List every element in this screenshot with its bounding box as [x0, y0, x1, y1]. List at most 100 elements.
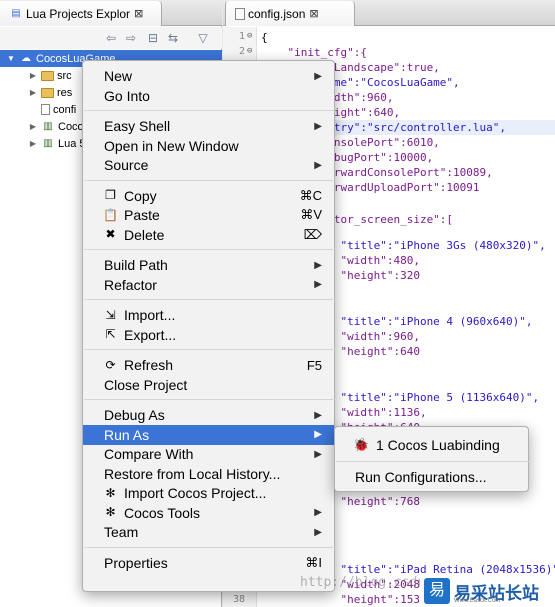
code-line[interactable]: "height":320 [261, 269, 420, 282]
submenu-arrow-icon: ▶ [314, 120, 322, 132]
tree-item[interactable]: ▶▥Lua 5 [0, 135, 222, 152]
menu-item-paste[interactable]: 📋 Paste ⌘V [83, 205, 334, 225]
submenu-arrow-icon: ▶ [314, 409, 322, 421]
expand-twisty-icon[interactable]: ▶ [29, 122, 37, 131]
code-line[interactable]: "title":"iPhone 5 (1136x640)", [261, 391, 540, 404]
code-line[interactable]: "width":960, [261, 330, 420, 343]
tab-config-json[interactable]: config.json ⊠ [225, 1, 355, 26]
menu-item-restore-from-local-history[interactable]: Restore from Local History... [83, 464, 334, 484]
code-line[interactable]: "forwardUploadPort":10091 [261, 181, 480, 194]
menu-item-debug-as[interactable]: Debug As▶ [83, 405, 334, 425]
submenu-item-run-configurations[interactable]: Run Configurations... [335, 466, 528, 488]
tab-title: config.json [248, 6, 306, 21]
code-line[interactable]: "width":1136, [261, 406, 427, 419]
tree-item-label: confi [53, 103, 77, 116]
menu-shortcut: ⌦ [303, 226, 322, 242]
code-line[interactable]: "width":480, [261, 254, 420, 267]
menu-item-label: Compare With [104, 446, 194, 462]
site-logo: 易 易采站长站 Www.Easck.Com [420, 575, 555, 607]
code-line[interactable]: { [261, 31, 268, 44]
expand-twisty-icon[interactable]: ▶ [29, 88, 37, 97]
tree-item[interactable]: ▶res [0, 84, 222, 101]
back-icon[interactable]: ⇦ [105, 31, 117, 45]
folder-icon [41, 70, 54, 81]
fold-toggle-icon[interactable]: ⊖ [247, 31, 253, 41]
expand-twisty-icon[interactable]: ▶ [29, 71, 37, 80]
tab-title: Lua Projects Explor [26, 6, 131, 21]
project-icon: ☁ [21, 52, 31, 64]
submenu-arrow-icon: ▶ [314, 259, 322, 271]
expand-twisty-icon[interactable]: ▶ [29, 139, 37, 148]
link-with-editor-icon[interactable]: ⇆ [167, 31, 179, 45]
menu-item-team[interactable]: Team▶ [83, 522, 334, 542]
logo-text: 易采站长站 [454, 583, 539, 603]
menu-shortcut: ⌘V [300, 207, 322, 222]
submenu-item-1-cocos-luabinding[interactable]: 🐞1 Cocos Luabinding [335, 434, 528, 456]
menu-item-label: Paste [124, 207, 160, 223]
menu-item-label: New [104, 68, 133, 84]
fold-toggle-icon[interactable]: ⊖ [247, 46, 253, 56]
submenu-arrow-icon: ▶ [314, 279, 322, 290]
expand-twisty-icon[interactable]: ▼ [7, 54, 15, 63]
menu-item-build-path[interactable]: Build Path ▶ [83, 255, 334, 275]
forward-icon[interactable]: ⇨ [125, 31, 137, 45]
cocos-import-icon: ✻ [105, 485, 116, 500]
code-line[interactable]: "title":"iPhone 3Gs (480x320)", [261, 239, 546, 252]
menu-item-properties[interactable]: Properties⌘I [83, 553, 334, 573]
code-line[interactable]: "height":640, [313, 106, 401, 119]
menu-item-copy[interactable]: ❐Copy⌘C [83, 186, 334, 206]
menu-item-delete[interactable]: ✖Delete⌦ [83, 225, 334, 245]
library-icon: ▥ [43, 137, 53, 149]
menu-item-export[interactable]: ⇱Export... [83, 325, 334, 345]
menu-item-close-project[interactable]: Close Project [83, 375, 334, 395]
code-line[interactable]: "consolePort":6010, [261, 136, 440, 149]
tree-item[interactable]: confi [0, 101, 222, 118]
code-line[interactable]: "height":640 [261, 345, 420, 358]
collapse-all-icon[interactable]: ⊟ [147, 31, 159, 45]
menu-item-open-in-new-window[interactable]: Open in New Window [83, 136, 334, 156]
code-line[interactable]: "width":2048, [261, 578, 427, 591]
menu-item-cocos-tools[interactable]: ✻Cocos Tools▶ [83, 503, 334, 523]
code-line[interactable]: "isLandscape":true, [261, 61, 440, 74]
menu-item-new[interactable]: New▶ [83, 66, 334, 86]
code-line[interactable]: "height":1536 [261, 593, 427, 606]
paste-icon: 📋 [103, 207, 118, 222]
library-icon: ▥ [43, 120, 53, 132]
tab-lua-projects-explorer[interactable]: ▤ Lua Projects Explor ⊠ [0, 1, 162, 26]
close-icon[interactable]: ⊠ [134, 8, 144, 20]
menu-item-label: Source [104, 157, 149, 173]
editor-tab-bar: config.json ⊠ [223, 0, 555, 26]
menu-item-easy-shell[interactable]: Easy Shell▶ [83, 116, 334, 136]
menu-item-label: Properties [104, 554, 168, 571]
code-line[interactable]: "forwardConsolePort":10089, [261, 166, 493, 179]
code-line[interactable]: "debugPort":10000, [261, 151, 434, 164]
menu-item-compare-with[interactable]: Compare With▶ [83, 444, 334, 464]
menu-item-import-cocos-project[interactable]: ✻Import Cocos Project... [83, 483, 334, 503]
submenu-arrow-icon: ▶ [314, 526, 322, 538]
code-line[interactable]: "title":"iPhone 4 (960x640)", [261, 315, 533, 328]
close-icon[interactable]: ⊠ [309, 8, 319, 20]
tree-item[interactable]: ▶src [0, 67, 222, 84]
menu-item-run-as[interactable]: Run As▶ [83, 424, 334, 445]
code-line[interactable]: "init_cfg":{ [261, 46, 367, 59]
menu-item-import[interactable]: ⇲Import... [83, 305, 334, 325]
code-line[interactable]: "name":"CocosLuaGame", [261, 76, 460, 89]
explorer-tab-bar: ▤ Lua Projects Explor ⊠ [0, 0, 222, 26]
file-icon [41, 104, 50, 115]
tree-item[interactable]: ▶▥Coco [0, 118, 222, 135]
view-menu-icon[interactable]: ▽ [198, 31, 208, 45]
submenu-arrow-icon: ▶ [314, 507, 322, 518]
menu-separator [84, 110, 335, 111]
menu-item-source[interactable]: Source▶ [83, 155, 334, 175]
menu-item-refactor[interactable]: Refactor▶ [83, 275, 334, 295]
menu-separator [84, 546, 335, 548]
code-line[interactable]: "height":768 [261, 495, 420, 508]
menu-separator [84, 179, 335, 181]
menu-separator [84, 349, 335, 350]
menu-item-go-into[interactable]: Go Into [83, 86, 334, 106]
delete-icon: ✖ [105, 227, 116, 241]
code-line[interactable]: "title":"iPad Retina (2048x1536)", [261, 563, 555, 576]
menu-item-label: Build Path [104, 257, 168, 273]
